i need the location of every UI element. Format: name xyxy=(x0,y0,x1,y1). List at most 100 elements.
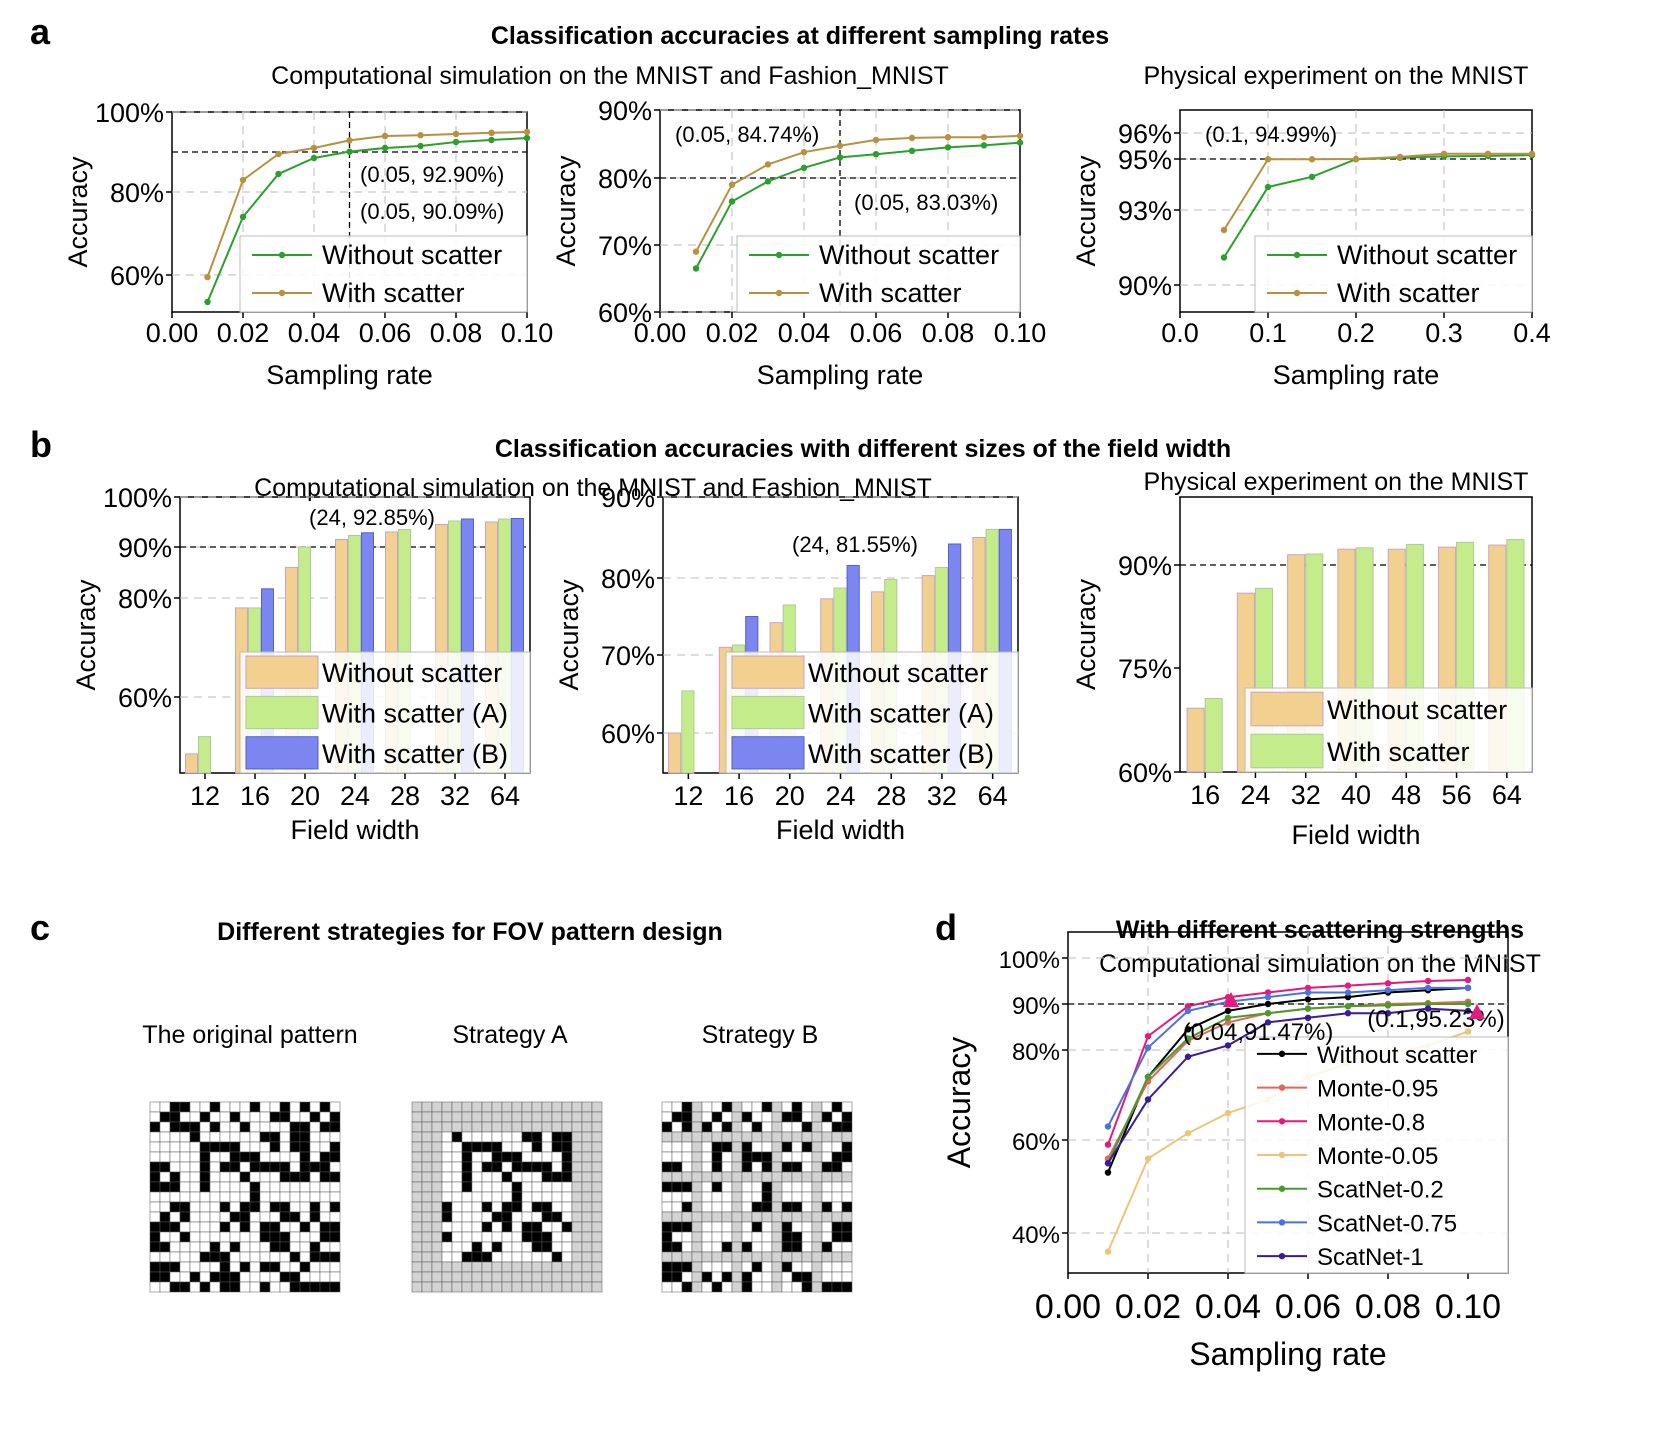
data-point xyxy=(1144,1096,1152,1103)
pattern-cell xyxy=(169,1141,181,1153)
data-point xyxy=(1304,984,1312,992)
pattern-cell xyxy=(229,1131,241,1143)
pattern-cell xyxy=(209,1151,221,1163)
pattern-cell xyxy=(701,1251,713,1263)
pattern-cell xyxy=(581,1221,593,1233)
pattern-cell xyxy=(159,1171,171,1183)
y-axis-label: Accuracy xyxy=(63,156,93,268)
data-point xyxy=(764,178,772,185)
series-line-2 xyxy=(1107,978,1469,1145)
data-point xyxy=(944,144,952,151)
pattern-cell xyxy=(149,1111,161,1123)
pattern-cell xyxy=(751,1151,763,1163)
pattern-cell xyxy=(481,1151,493,1163)
pattern-cell xyxy=(501,1151,513,1163)
x-tick-label: 0.04 xyxy=(1195,1288,1261,1326)
pattern-cell xyxy=(811,1111,823,1123)
pattern-cell xyxy=(431,1281,443,1293)
pattern-cell xyxy=(269,1151,281,1163)
pattern-cell xyxy=(751,1251,763,1263)
panel-letter-a: a xyxy=(30,11,51,52)
pattern-cell xyxy=(431,1181,443,1193)
pattern-cell xyxy=(269,1191,281,1203)
pattern-cell xyxy=(591,1161,603,1173)
pattern-cell xyxy=(691,1231,703,1243)
pattern-cell xyxy=(811,1211,823,1223)
pattern-cell xyxy=(431,1191,443,1203)
pattern-cell xyxy=(259,1211,271,1223)
pattern-cell xyxy=(821,1161,833,1173)
pattern-cell xyxy=(811,1101,823,1113)
y-tick-label: 90% xyxy=(601,483,655,513)
pattern-cell xyxy=(711,1211,723,1223)
pattern-cell xyxy=(491,1101,503,1113)
pattern-cell xyxy=(521,1281,533,1293)
pattern-cell xyxy=(531,1261,543,1273)
pattern-cell xyxy=(681,1121,693,1133)
pattern-cell xyxy=(329,1181,341,1193)
pattern-cell xyxy=(511,1261,523,1273)
pattern-cell xyxy=(451,1141,463,1153)
pattern-cell xyxy=(501,1241,513,1253)
pattern-cell xyxy=(421,1131,433,1143)
data-point xyxy=(1224,1042,1232,1049)
pattern-cell xyxy=(781,1171,793,1183)
legend-label: With scatter (B) xyxy=(808,739,994,769)
pattern-cell xyxy=(821,1241,833,1253)
pattern-cell xyxy=(269,1161,281,1173)
pattern-cell xyxy=(751,1191,763,1203)
pattern-cell xyxy=(521,1131,533,1143)
pattern-cell xyxy=(571,1261,583,1273)
y-tick-label: 90% xyxy=(1012,993,1060,1020)
legend-marker xyxy=(1278,1219,1286,1226)
pattern-cell xyxy=(841,1281,853,1293)
series-line-0 xyxy=(1107,986,1469,1173)
pattern-cell xyxy=(289,1241,301,1253)
pattern-cell xyxy=(711,1121,723,1133)
y-tick-label: 70% xyxy=(601,641,655,671)
pattern-cell xyxy=(741,1231,753,1243)
pattern-cell xyxy=(219,1161,231,1173)
pattern-cell xyxy=(219,1151,231,1163)
pattern-cell xyxy=(319,1191,331,1203)
pattern-cell xyxy=(691,1131,703,1143)
x-tick-label: 40 xyxy=(1341,780,1371,810)
x-tick-label: 0.02 xyxy=(217,318,270,348)
data-point xyxy=(872,151,880,158)
pattern-cell xyxy=(199,1241,211,1253)
pattern-cell xyxy=(491,1181,503,1193)
pattern-cell xyxy=(781,1221,793,1233)
pattern-cell xyxy=(329,1251,341,1263)
pattern-cell xyxy=(791,1271,803,1283)
pattern-cell xyxy=(451,1171,463,1183)
pattern-cell xyxy=(561,1281,573,1293)
pattern-cell xyxy=(781,1111,793,1123)
pattern-cell xyxy=(229,1111,241,1123)
pattern-cell xyxy=(591,1251,603,1263)
x-tick-label: 56 xyxy=(1442,780,1472,810)
pattern-cell xyxy=(299,1221,311,1233)
pattern-cell xyxy=(551,1251,563,1263)
pattern-cell xyxy=(731,1131,743,1143)
pattern-cell xyxy=(159,1281,171,1293)
pattern-label-original: The original pattern xyxy=(142,1021,357,1049)
pattern-cell xyxy=(831,1101,843,1113)
x-tick-label: 28 xyxy=(876,781,906,811)
pattern-cell xyxy=(229,1231,241,1243)
pattern-cell xyxy=(681,1101,693,1113)
pattern-cell xyxy=(259,1261,271,1273)
pattern-cell xyxy=(471,1241,483,1253)
pattern-cell xyxy=(751,1211,763,1223)
pattern-cell xyxy=(239,1231,251,1243)
pattern-cell xyxy=(229,1281,241,1293)
pattern-cell xyxy=(219,1261,231,1273)
pattern-cell xyxy=(561,1241,573,1253)
pattern-cell xyxy=(531,1271,543,1283)
pattern-cell xyxy=(571,1161,583,1173)
pattern-cell xyxy=(741,1161,753,1173)
pattern-cell xyxy=(461,1211,473,1223)
pattern-cell xyxy=(159,1101,171,1113)
pattern-cell xyxy=(811,1251,823,1263)
data-point xyxy=(1104,1160,1112,1167)
